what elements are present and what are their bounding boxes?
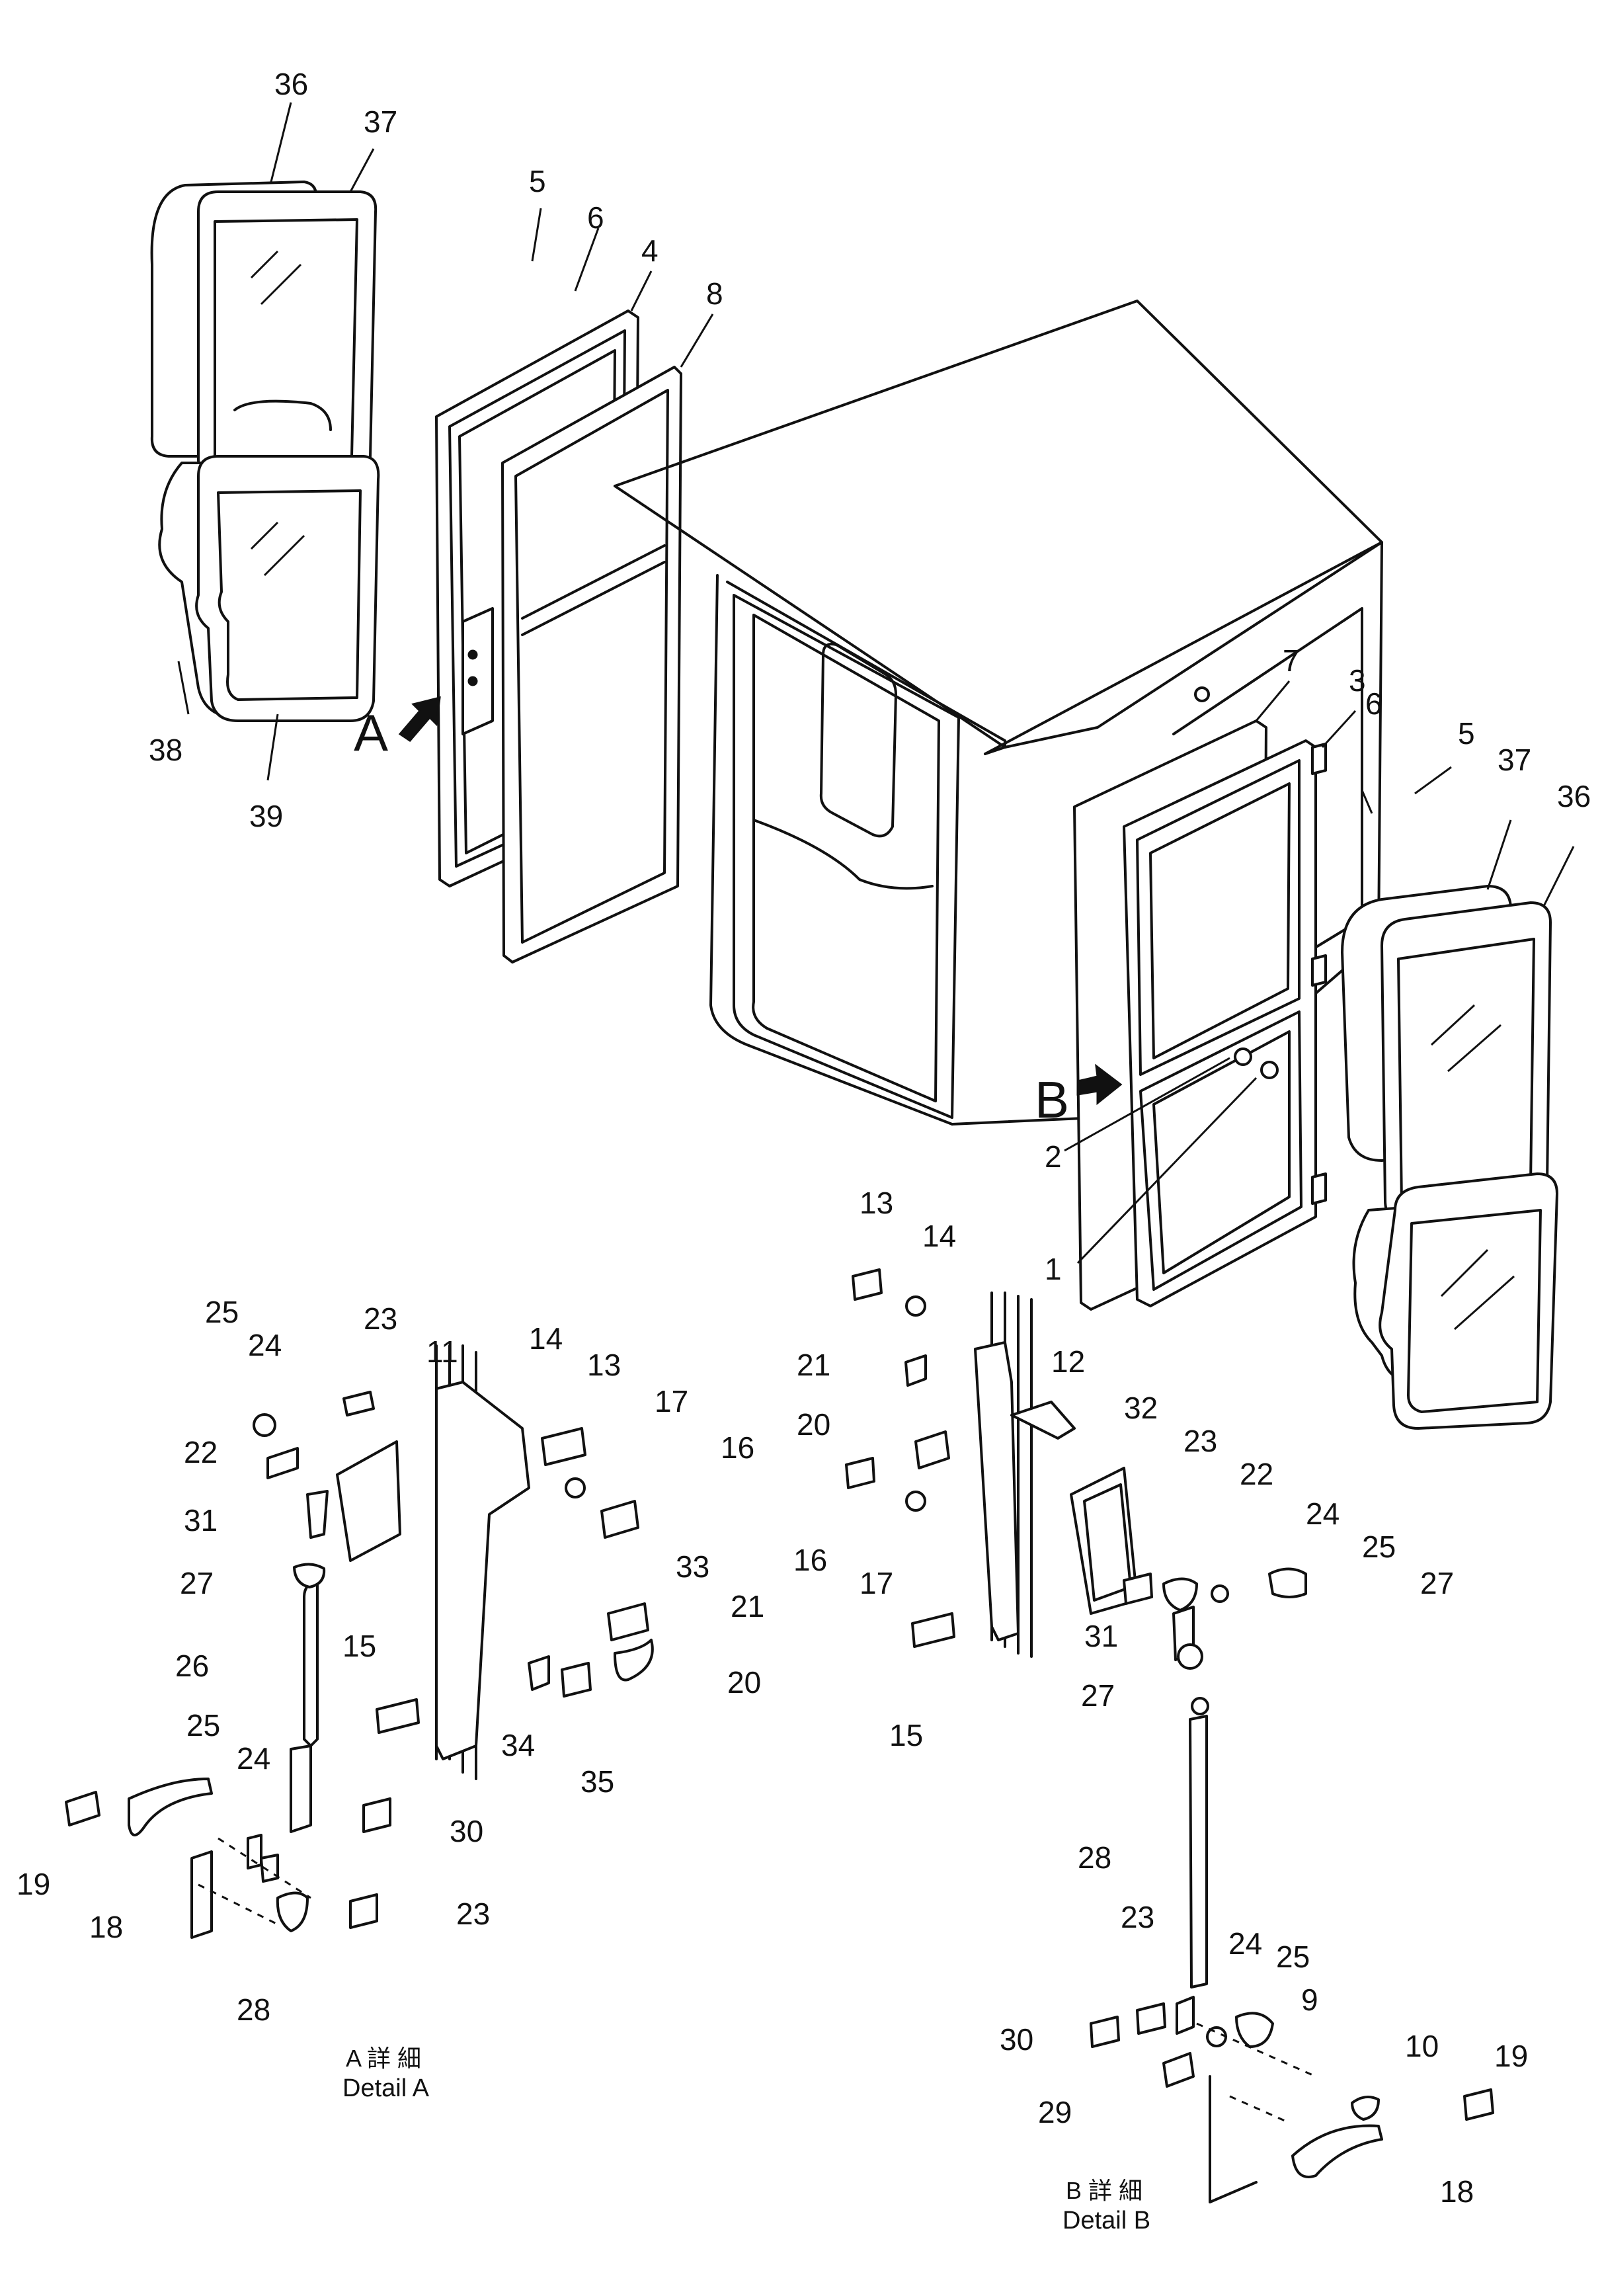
callout-21: 21 xyxy=(731,1589,764,1623)
detail-b-caption-en: Detail B xyxy=(1062,2207,1150,2234)
callout-28: 28 xyxy=(237,1992,270,2027)
callout-28: 28 xyxy=(1078,1840,1111,1875)
callout-19: 19 xyxy=(17,1867,50,1901)
callout-38: 38 xyxy=(149,733,182,767)
detail-b-assembly xyxy=(845,1268,1494,2203)
callout-25: 25 xyxy=(1276,1940,1310,1974)
callout-14: 14 xyxy=(529,1321,563,1356)
callout-15: 15 xyxy=(342,1629,376,1663)
callout-23: 23 xyxy=(1183,1424,1217,1458)
callout-24: 24 xyxy=(1228,1926,1262,1961)
callout-31: 31 xyxy=(1084,1619,1118,1653)
callout-18: 18 xyxy=(89,1910,123,1944)
left-door-frame xyxy=(435,309,682,964)
callout-17: 17 xyxy=(860,1566,893,1600)
callout-25: 25 xyxy=(1362,1530,1396,1564)
callout-22: 22 xyxy=(184,1435,218,1469)
callout-23: 23 xyxy=(456,1897,490,1931)
callout-27: 27 xyxy=(1420,1566,1454,1600)
callout-36: 36 xyxy=(1557,779,1591,813)
callout-31: 31 xyxy=(184,1503,218,1538)
callout-11: 11 xyxy=(426,1334,458,1369)
callout-1: 1 xyxy=(1045,1252,1062,1286)
callout-17: 17 xyxy=(655,1384,688,1418)
callout-2: 2 xyxy=(1045,1139,1062,1174)
right-door xyxy=(1073,719,1327,1311)
callout-32: 32 xyxy=(1124,1391,1158,1425)
callout-36: 36 xyxy=(274,67,308,101)
callout-9: 9 xyxy=(1301,1983,1318,2017)
callout-5: 5 xyxy=(1458,716,1475,751)
callout-7: 7 xyxy=(1283,643,1300,678)
callout-33: 33 xyxy=(676,1549,709,1584)
view-marker-b: B xyxy=(1035,1071,1069,1129)
callout-6: 6 xyxy=(1365,686,1382,721)
callout-19: 19 xyxy=(1494,2039,1528,2073)
callout-39: 39 xyxy=(249,799,283,833)
callout-3: 3 xyxy=(1349,663,1366,698)
callout-24: 24 xyxy=(1306,1496,1340,1531)
cab-body xyxy=(614,300,1383,1126)
callout-21: 21 xyxy=(797,1348,830,1382)
callout-18: 18 xyxy=(1440,2174,1474,2209)
callout-24: 24 xyxy=(237,1741,270,1776)
callout-23: 23 xyxy=(1121,1900,1154,1934)
detail-a-caption-en: Detail A xyxy=(342,2074,430,2102)
callout-30: 30 xyxy=(1000,2022,1033,2057)
view-marker-a: A xyxy=(354,704,388,762)
callout-6: 6 xyxy=(587,200,604,235)
callout-25: 25 xyxy=(186,1708,220,1742)
detail-b-caption-jp: B 詳 細 xyxy=(1066,2177,1142,2204)
callout-29: 29 xyxy=(1038,2095,1072,2129)
view-arrow-b xyxy=(1076,1063,1123,1106)
view-arrow-a xyxy=(398,696,441,742)
callout-12: 12 xyxy=(1051,1344,1085,1379)
callout-16: 16 xyxy=(721,1430,754,1465)
callout-20: 20 xyxy=(727,1665,761,1700)
detail-a-caption-jp: A 詳 細 xyxy=(346,2045,421,2072)
left-window-glass-set xyxy=(150,181,380,722)
callout-14: 14 xyxy=(922,1219,956,1253)
callout-13: 13 xyxy=(860,1186,893,1220)
callout-20: 20 xyxy=(797,1407,830,1442)
callout-37: 37 xyxy=(364,104,397,139)
callout-34: 34 xyxy=(501,1728,535,1762)
callout-10: 10 xyxy=(1405,2029,1439,2063)
part-callouts: 36 37 38 39 5 6 4 8 7 3 6 5 37 36 2 1 25… xyxy=(17,67,1591,2209)
detail-a-assembly xyxy=(65,1344,654,1939)
callout-22: 22 xyxy=(1240,1457,1273,1491)
callout-30: 30 xyxy=(450,1814,483,1848)
callout-15: 15 xyxy=(889,1718,923,1752)
leader-lines xyxy=(177,102,1575,1264)
callout-35: 35 xyxy=(581,1764,614,1799)
callout-27: 27 xyxy=(180,1566,214,1600)
callout-16: 16 xyxy=(793,1543,827,1577)
callout-27: 27 xyxy=(1081,1678,1115,1713)
callout-26: 26 xyxy=(175,1649,209,1683)
callout-23: 23 xyxy=(364,1301,397,1336)
callout-5: 5 xyxy=(529,164,546,198)
right-window-glass-set xyxy=(1341,885,1558,1430)
callout-13: 13 xyxy=(587,1348,621,1382)
callout-25: 25 xyxy=(205,1295,239,1329)
callout-37: 37 xyxy=(1498,743,1531,777)
callout-24: 24 xyxy=(248,1328,282,1362)
callout-4: 4 xyxy=(641,233,659,268)
callout-8: 8 xyxy=(706,276,723,311)
